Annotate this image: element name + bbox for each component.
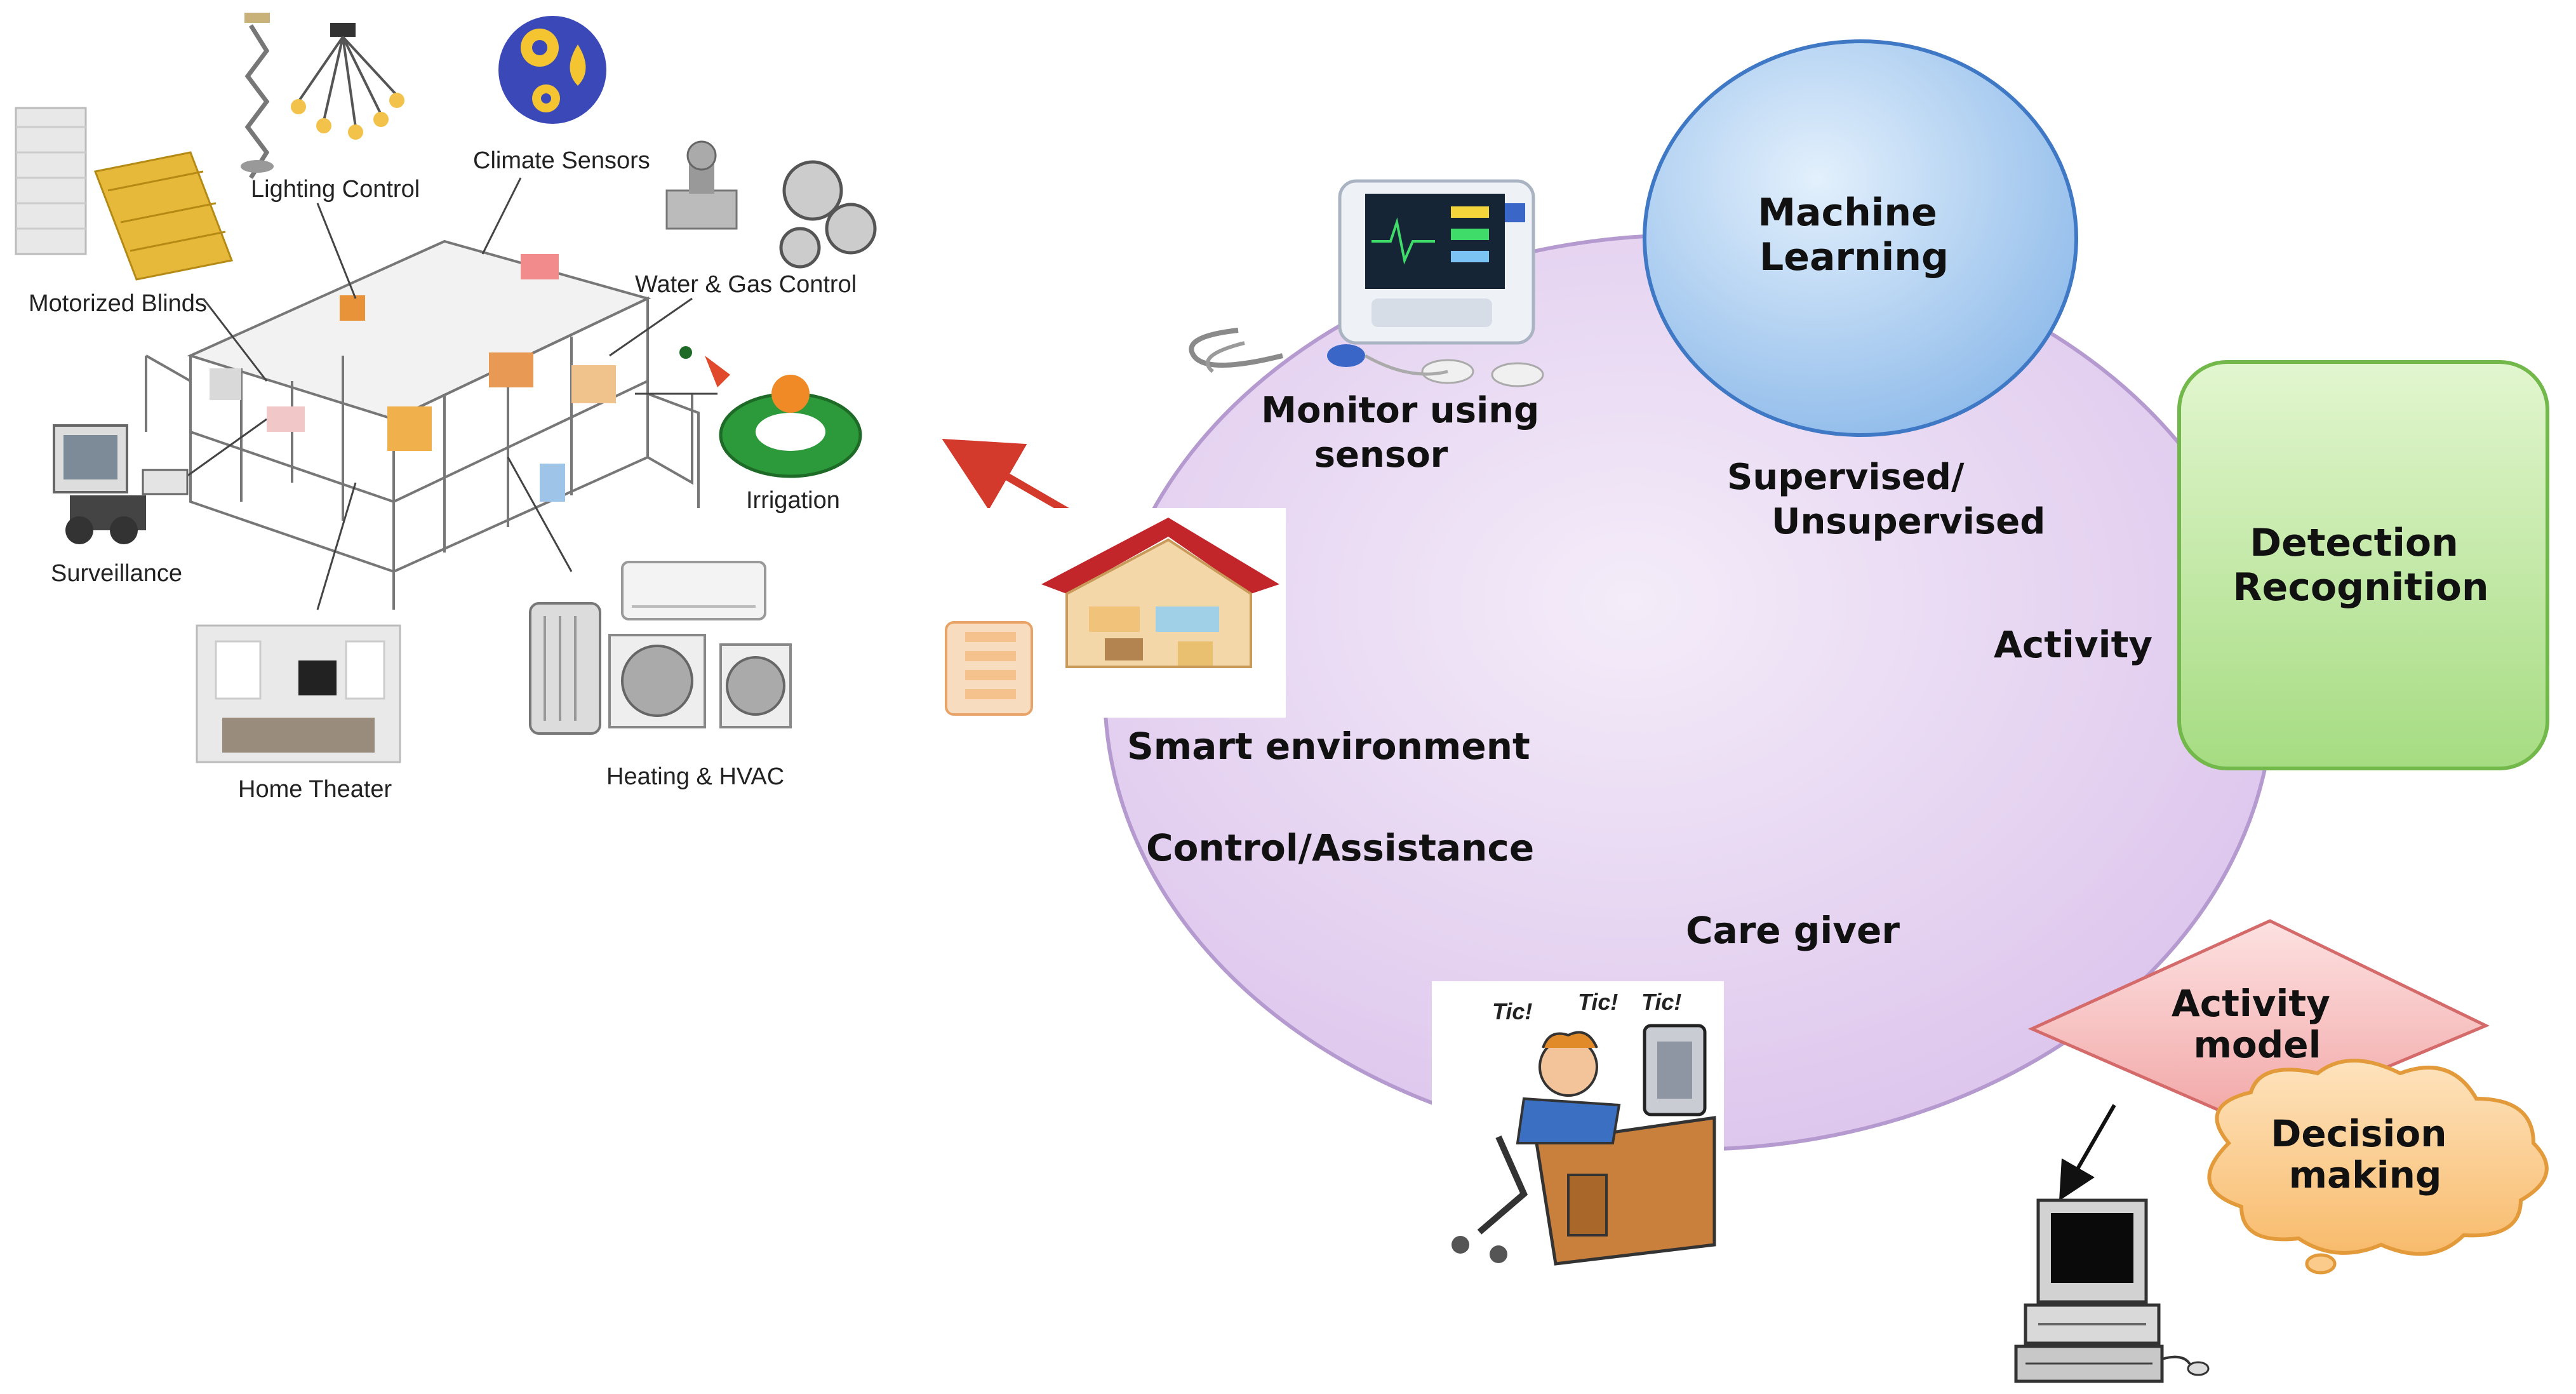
detection-recognition-label: Detection Recognition bbox=[2232, 521, 2488, 610]
machine-learning-label: Machine Learning bbox=[1758, 191, 1950, 279]
heating-hvac-label: Heating & HVAC bbox=[606, 763, 784, 790]
callout-lines bbox=[177, 177, 717, 610]
decision-making-node bbox=[2207, 1059, 2549, 1275]
control-assistance-label: Control/Assistance bbox=[1146, 826, 1534, 869]
smart-home-illustration: Lighting Control Climate Sensors Motoriz… bbox=[15, 13, 877, 803]
motorized-blinds-icon bbox=[15, 107, 234, 281]
lighting-control-label: Lighting Control bbox=[251, 176, 420, 203]
irrigation-label: Irrigation bbox=[746, 487, 840, 514]
supervised-unsupervised-label: Supervised/ Unsupervised bbox=[1727, 457, 2045, 542]
decision-to-computer-arrow bbox=[2059, 1104, 2116, 1201]
house-wireframe bbox=[145, 239, 700, 610]
floor-lamp-icon bbox=[241, 13, 274, 179]
climate-sensor-icon bbox=[498, 16, 606, 124]
tic-text-3: Tic! bbox=[1641, 989, 1681, 1015]
irrigation-sprinkler-icon bbox=[679, 346, 862, 478]
room-window-7 bbox=[267, 406, 305, 432]
room-window-1 bbox=[340, 295, 365, 321]
water-gas-valve-icon bbox=[665, 140, 877, 269]
decision-making-label: Decision making bbox=[2271, 1112, 2460, 1196]
activity-model-label: Activity model bbox=[2172, 982, 2343, 1066]
water-gas-control-label: Water & Gas Control bbox=[635, 271, 857, 298]
room-window-6 bbox=[210, 368, 241, 400]
care-giver-cartoon-icon: Tic! Tic! Tic! bbox=[1432, 981, 1724, 1273]
surveillance-camera-icon bbox=[53, 424, 189, 544]
machine-learning-node bbox=[1643, 39, 2078, 437]
activity-model-node bbox=[2027, 919, 2490, 1126]
patient-monitor-icon bbox=[1189, 179, 1544, 387]
room-window-5 bbox=[521, 254, 559, 279]
smart-house-icon bbox=[945, 508, 1286, 718]
home-theater-icon bbox=[196, 624, 401, 763]
home-theater-label: Home Theater bbox=[238, 776, 392, 803]
detection-recognition-node bbox=[2177, 360, 2549, 770]
room-window-4 bbox=[571, 365, 616, 403]
tic-text-1: Tic! bbox=[1492, 998, 1532, 1024]
smart-environment-label: Smart environment bbox=[1127, 725, 1530, 768]
chandelier-icon bbox=[291, 23, 404, 140]
care-giver-label: Care giver bbox=[1686, 909, 1900, 952]
desktop-computer-icon bbox=[2014, 1198, 2210, 1383]
surveillance-label: Surveillance bbox=[51, 560, 182, 587]
monitor-sensor-label: Monitor using sensor bbox=[1261, 390, 1551, 476]
tic-text-2: Tic! bbox=[1578, 989, 1618, 1015]
room-window-8 bbox=[540, 464, 565, 502]
climate-sensors-label: Climate Sensors bbox=[473, 147, 650, 174]
motorized-blinds-label: Motorized Blinds bbox=[29, 290, 207, 317]
hvac-units-icon bbox=[529, 561, 792, 735]
activity-label: Activity bbox=[1994, 623, 2152, 666]
room-window-2 bbox=[489, 352, 533, 387]
room-window-3 bbox=[387, 406, 432, 451]
